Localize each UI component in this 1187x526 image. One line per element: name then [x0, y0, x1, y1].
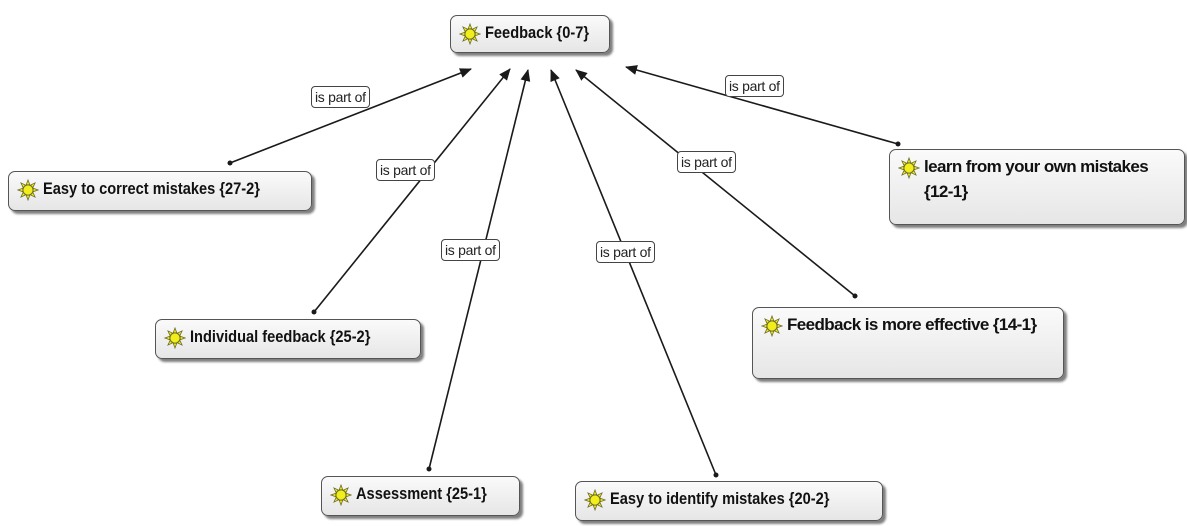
node-easy-to-identify-mistakes[interactable]: Easy to identify mistakes {20-2} — [575, 481, 883, 521]
relation-label-easy-identify[interactable]: is part of — [596, 241, 655, 263]
link-individual-endpoint — [311, 309, 317, 315]
link-individual — [313, 68, 511, 313]
link-learn-own-endpoint — [895, 141, 901, 147]
relation-label-more-effective[interactable]: is part of — [677, 151, 736, 173]
link-easy-correct — [229, 68, 472, 164]
node-feedback-is-more-effective[interactable]: Feedback is more effective {14-1} — [752, 307, 1064, 379]
sun-icon — [17, 179, 39, 201]
sun-icon — [761, 315, 783, 337]
node-label: Individual feedback {25-2} — [190, 327, 371, 346]
node-label: Assessment {25-1} — [356, 484, 487, 503]
relation-label-individual[interactable]: is part of — [376, 159, 435, 181]
sun-icon — [898, 157, 920, 179]
node-label: Feedback {0-7} — [485, 23, 590, 42]
relation-label-easy-correct[interactable]: is part of — [311, 86, 370, 108]
link-assessment — [428, 69, 531, 470]
link-easy-identify-endpoint — [713, 472, 719, 478]
sun-icon — [164, 327, 186, 349]
node-learn-from-your-own-mistakes[interactable]: learn from your own mistakes {12-1} — [889, 149, 1185, 225]
sun-icon — [330, 484, 352, 506]
relation-label-assessment[interactable]: is part of — [441, 239, 500, 261]
link-assessment-endpoint — [426, 466, 432, 472]
link-learn-own — [625, 65, 899, 145]
node-feedback[interactable]: Feedback {0-7} — [450, 15, 610, 53]
link-more-effective — [575, 69, 856, 297]
sun-icon — [459, 23, 481, 45]
node-label: learn from your own mistakes {12-1} — [924, 157, 1149, 201]
link-easy-correct-endpoint — [227, 160, 233, 166]
node-individual-feedback[interactable]: Individual feedback {25-2} — [155, 319, 421, 359]
node-assessment[interactable]: Assessment {25-1} — [321, 476, 520, 516]
relation-label-learn-own[interactable]: is part of — [725, 75, 784, 97]
node-label: Easy to correct mistakes {27-2} — [43, 179, 260, 198]
node-label: Easy to identify mistakes {20-2} — [610, 489, 830, 508]
link-easy-identify — [550, 69, 717, 476]
node-label: Feedback is more effective {14-1} — [787, 315, 1037, 334]
sun-icon — [584, 489, 606, 511]
node-easy-to-correct-mistakes[interactable]: Easy to correct mistakes {27-2} — [8, 171, 312, 211]
link-more-effective-endpoint — [852, 293, 858, 299]
